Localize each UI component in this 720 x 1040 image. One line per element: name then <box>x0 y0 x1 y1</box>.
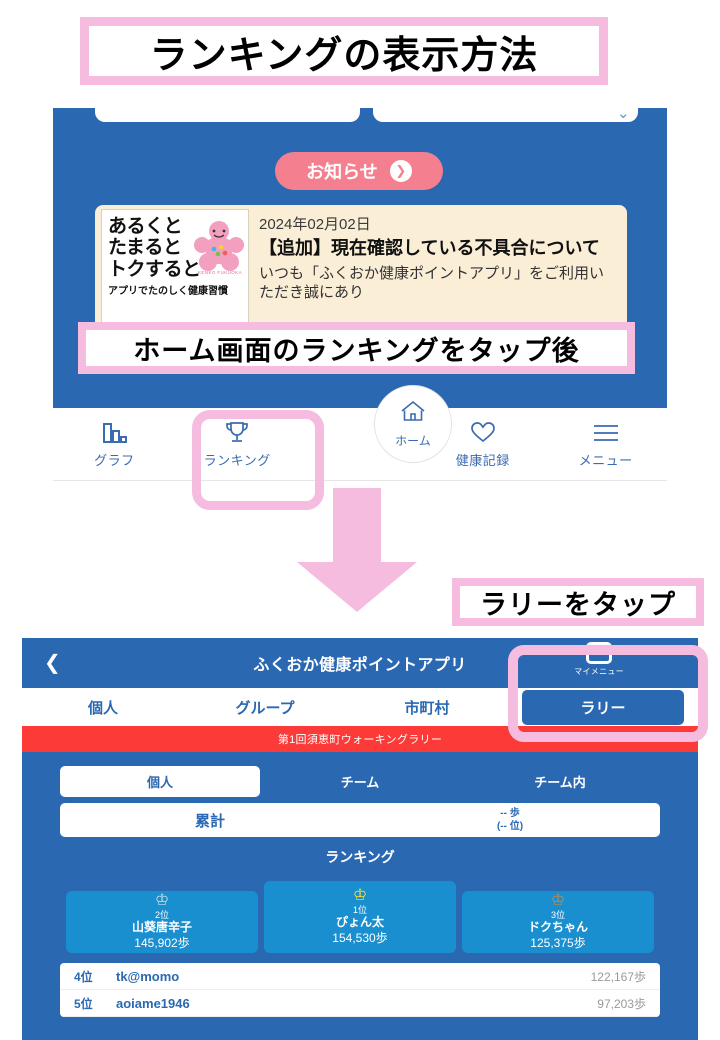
nav-item-graph-label: グラフ <box>94 453 135 468</box>
nav-item-health-record-label: 健康記録 <box>455 453 510 468</box>
callout-step-2: ラリーをタップ <box>452 578 704 626</box>
subtab-in-team[interactable]: チーム内 <box>534 775 586 790</box>
subtab-personal[interactable]: 個人 <box>60 766 260 797</box>
app-header: ❮ ふくおか健康ポイントアプリ マイメニュー <box>22 638 698 688</box>
podium-steps: 154,530歩 <box>332 930 388 945</box>
callout-step-1-text: ホーム画面のランキングをタップ後 <box>133 335 580 366</box>
sub-tab-bar: 個人 チーム チーム内 <box>60 766 660 797</box>
trophy-icon <box>224 420 250 444</box>
podium-rank: 3位 <box>550 909 565 920</box>
nav-item-health-record[interactable]: 健康記録 <box>421 408 544 469</box>
my-menu-label: マイメニュー <box>574 667 624 676</box>
podium-rank: 1位 <box>352 904 367 915</box>
table-row[interactable]: 4位 tk@momo 122,167歩 <box>60 963 660 990</box>
rally-banner: 第1回須恵町ウォーキングラリー <box>22 726 698 752</box>
app-title: ふくおか健康ポイントアプリ <box>253 657 467 674</box>
podium-card-3rd[interactable]: ♔ 3位 ドクちゃん 125,375歩 <box>462 891 654 953</box>
tab-personal[interactable]: 個人 <box>87 699 118 717</box>
podium-card-2nd[interactable]: ♔ 2位 山葵唐辛子 145,902歩 <box>66 891 258 953</box>
app-screenshot-home: ⌄ お知らせ ❯ あるくと たまると トクすると アプリでたのしく健康習慣 <box>53 108 667 408</box>
subtab-team[interactable]: チーム <box>340 775 380 790</box>
news-date: 2024年02月02日 <box>259 216 371 233</box>
podium-rank: 2位 <box>154 909 169 920</box>
home-card-right <box>373 108 638 122</box>
nav-item-ranking-label: ランキング <box>203 453 271 468</box>
podium-card-1st[interactable]: ♔ 1位 ぴょん太 154,530歩 <box>264 881 456 953</box>
fukuoka-mascot-icon <box>194 221 244 271</box>
home-icon <box>398 399 428 430</box>
callout-step-1: ホーム画面のランキングをタップ後 <box>78 322 635 374</box>
callout-step-2-text: ラリーをタップ <box>480 589 676 620</box>
crown-icon: ♔ <box>550 891 566 909</box>
podium-steps: 145,902歩 <box>134 935 190 950</box>
nav-item-menu[interactable]: メニュー <box>544 408 667 469</box>
main-tab-bar: 個人 グループ 市町村 ラリー <box>22 688 698 726</box>
row-rank: 4位 <box>74 969 93 984</box>
thumbnail-line-3: トクすると <box>108 258 201 280</box>
tab-municipality[interactable]: 市町村 <box>404 699 450 717</box>
nav-item-graph[interactable]: グラフ <box>53 408 176 469</box>
total-rank: (-- 位) <box>496 821 524 832</box>
tab-group[interactable]: グループ <box>235 699 295 717</box>
news-button-label: お知らせ <box>306 162 378 182</box>
total-steps: -- 歩 <box>500 808 520 819</box>
podium: ♔ 2位 山葵唐辛子 145,902歩 ♔ 1位 ぴょん太 154,530歩 ♔… <box>60 881 660 953</box>
ranking-list: 4位 tk@momo 122,167歩 5位 aoiame1946 97,203… <box>60 963 660 1017</box>
nav-item-menu-label: メニュー <box>578 453 633 468</box>
row-steps: 122,167歩 <box>590 969 646 984</box>
podium-name: ドクちゃん <box>527 920 588 935</box>
row-steps: 97,203歩 <box>597 996 646 1011</box>
down-arrow-icon <box>297 488 417 612</box>
row-name: tk@momo <box>116 968 180 984</box>
thumbnail-logo-caption: KENKO FUKUOKA <box>198 270 242 275</box>
bottom-navigation-bar: グラフ ランキング 健康記録 <box>53 385 667 481</box>
podium-name: 山葵唐辛子 <box>131 920 192 935</box>
app-screenshot-ranking: ❮ ふくおか健康ポイントアプリ マイメニュー 個人 グループ 市町村 ラリー 第… <box>22 638 698 1040</box>
nav-item-home[interactable]: ホーム <box>374 385 452 463</box>
podium-name: ぴょん太 <box>335 915 384 930</box>
chevron-right-icon: ❯ <box>389 160 412 182</box>
callout-title-text: ランキングの表示方法 <box>149 34 539 77</box>
tab-rally[interactable]: ラリー <box>522 689 684 725</box>
my-menu-icon <box>586 642 613 664</box>
chevron-down-icon: ⌄ <box>617 108 630 122</box>
news-button[interactable]: お知らせ ❯ <box>275 152 443 190</box>
crown-icon: ♔ <box>352 886 368 904</box>
news-excerpt: いつも「ふくおか健康ポイントアプリ」をご利用いただき誠にあり <box>259 264 605 302</box>
heart-icon <box>469 420 497 444</box>
thumbnail-line-1: あるくと <box>108 216 183 237</box>
news-headline: 【追加】現在確認している不具合について <box>259 238 600 258</box>
ranking-heading: ランキング <box>325 849 395 865</box>
table-row[interactable]: 5位 aoiame1946 97,203歩 <box>60 990 660 1017</box>
news-thumbnail: あるくと たまると トクすると アプリでたのしく健康習慣 <box>101 209 249 330</box>
home-card-left <box>95 108 360 122</box>
ranking-body: 個人 チーム チーム内 累計 -- 歩 (-- 位) ランキング ♔ 2位 山葵… <box>22 752 698 1017</box>
thumbnail-subtitle: アプリでたのしく健康習慣 <box>108 285 228 297</box>
callout-title: ランキングの表示方法 <box>80 17 608 85</box>
row-name: aoiame1946 <box>116 995 190 1011</box>
row-rank: 5位 <box>74 996 93 1011</box>
total-summary-row[interactable]: 累計 -- 歩 (-- 位) <box>60 803 660 837</box>
thumbnail-line-2: たまると <box>108 237 182 259</box>
news-body: 2024年02月02日 【追加】現在確認している不具合について いつも「ふくおか… <box>249 205 627 330</box>
my-menu-button[interactable]: マイメニュー <box>574 642 624 677</box>
total-label: 累計 <box>194 812 225 830</box>
nav-item-ranking[interactable]: ランキング <box>176 408 299 469</box>
chevron-left-icon[interactable]: ❮ <box>44 652 61 674</box>
podium-steps: 125,375歩 <box>530 935 586 950</box>
total-value: -- 歩 (-- 位) <box>360 807 660 833</box>
news-card[interactable]: あるくと たまると トクすると アプリでたのしく健康習慣 <box>95 205 627 330</box>
crown-icon: ♔ <box>154 891 170 909</box>
bar-chart-icon <box>101 420 128 444</box>
nav-item-home-label: ホーム <box>395 434 431 448</box>
hamburger-menu-icon <box>591 420 621 444</box>
